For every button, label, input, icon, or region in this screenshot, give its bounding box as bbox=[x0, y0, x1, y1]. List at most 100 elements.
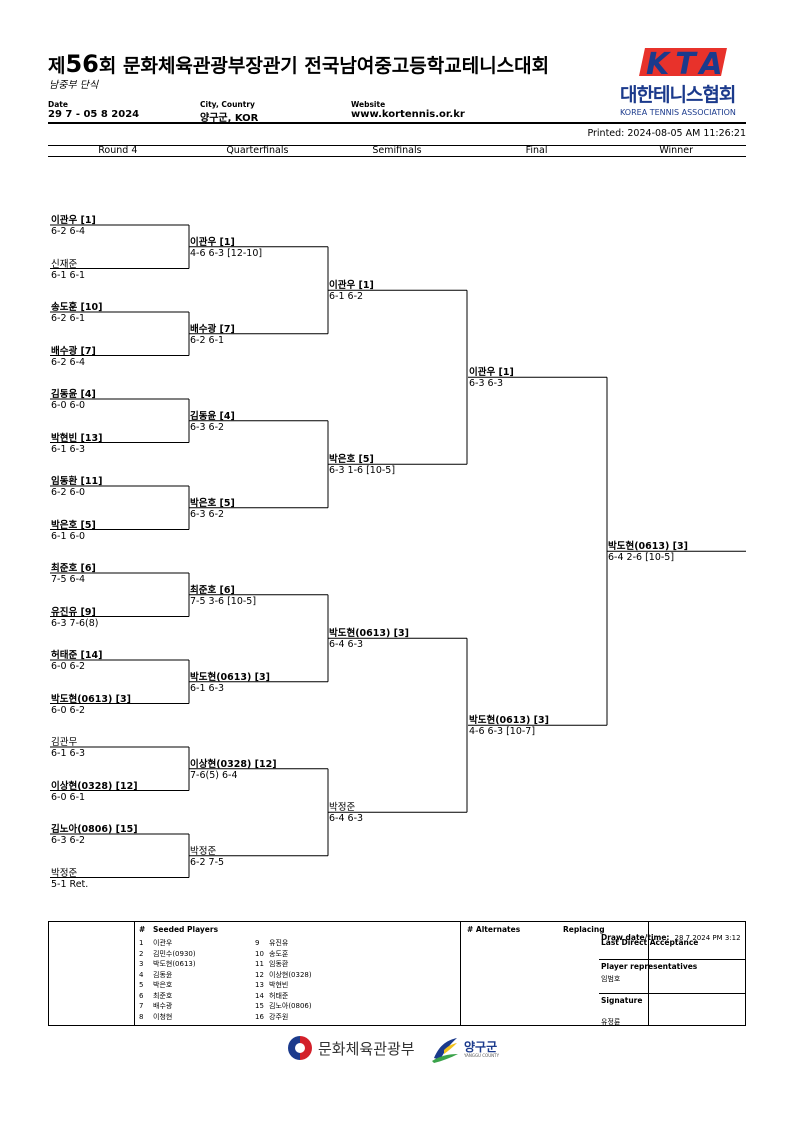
seed-player-name: 임동환 bbox=[269, 960, 289, 968]
seeded-title: Seeded Players bbox=[153, 925, 219, 934]
round-label: Final bbox=[525, 145, 548, 156]
seed-player-name: 김민수(0930) bbox=[153, 949, 196, 958]
seed-number: 12 bbox=[255, 970, 264, 979]
match-score: 6-4 6-3 bbox=[329, 813, 364, 825]
match-score: 7-5 3-6 [10-5] bbox=[190, 595, 257, 607]
player-name: 이관우 [1] bbox=[329, 280, 374, 292]
player-name: 박은호 [5] bbox=[51, 519, 96, 531]
round-label: Round 4 bbox=[98, 145, 138, 156]
match-score: 7-5 6-4 bbox=[51, 574, 86, 585]
event-subtitle: 남중부 단식 bbox=[49, 80, 99, 91]
seed-row: 9 유진유 bbox=[255, 938, 312, 949]
seed-player-name: 허태준 bbox=[269, 991, 289, 1000]
signature-value: 유정륜 bbox=[601, 1018, 621, 1026]
match-score: 6-1 6-3 bbox=[51, 443, 86, 455]
footer-blank-cell bbox=[49, 922, 135, 1025]
seed-number: 1 bbox=[139, 939, 144, 947]
last-direct-acceptance: Last Direct Acceptance bbox=[601, 938, 699, 947]
seed-row: 2 김민수(0930) bbox=[139, 949, 196, 960]
seed-number: 11 bbox=[255, 960, 264, 968]
kta-logo-mark: KTA bbox=[620, 46, 746, 82]
city-label: City, Country bbox=[200, 100, 255, 109]
player-name: 임동환 [11] bbox=[51, 476, 103, 487]
seed-player-name: 송도훈 bbox=[269, 949, 289, 958]
city-value: 양구군, KOR bbox=[200, 113, 259, 124]
seed-player-name: 강주원 bbox=[269, 1012, 289, 1021]
replacing-header: Replacing bbox=[563, 925, 605, 934]
seed-number: 4 bbox=[139, 970, 144, 979]
match-score: 6-1 6-3 bbox=[51, 748, 86, 759]
player-name: 이관우 [1] bbox=[51, 215, 96, 226]
player-name: 이상현(0328) [12] bbox=[51, 780, 138, 792]
yanggu-name: 양구군 bbox=[464, 1039, 498, 1054]
winner-score: 6-4 2-6 [10-5] bbox=[608, 552, 675, 564]
seed-player-name: 배수광 bbox=[153, 1002, 173, 1010]
player-name: 김관무 bbox=[51, 737, 78, 748]
match-score: 6-3 6-2 bbox=[51, 835, 86, 846]
player-name: 배수광 [7] bbox=[190, 323, 235, 335]
match-score: 6-1 6-3 bbox=[190, 682, 225, 694]
date-value: 29 7 - 05 8 2024 bbox=[48, 109, 140, 120]
seed-number: 3 bbox=[139, 960, 144, 968]
player-name: 박도현(0613) [3] bbox=[329, 628, 409, 640]
seed-row: 11 임동환 bbox=[255, 959, 312, 970]
seed-number: 8 bbox=[139, 1012, 144, 1021]
seed-player-name: 김노아(0806) bbox=[269, 1002, 312, 1010]
seed-number: 7 bbox=[139, 1002, 144, 1010]
player-reps-value: 임범호 bbox=[601, 975, 621, 983]
seed-player-name: 유진유 bbox=[269, 939, 289, 947]
player-name: 배수광 [7] bbox=[51, 345, 96, 357]
player-name: 이관우 [1] bbox=[469, 367, 514, 379]
website-label: Website bbox=[351, 100, 386, 109]
website-value: www.kortennis.or.kr bbox=[351, 109, 465, 120]
player-reps-label: Player representatives bbox=[601, 962, 698, 971]
player-name: 박도현(0613) [3] bbox=[190, 671, 270, 683]
match-score: 6-3 7-6(8) bbox=[51, 617, 99, 629]
player-name: 박도현(0613) [3] bbox=[51, 693, 131, 705]
player-name: 최준호 [6] bbox=[51, 563, 96, 574]
header-divider bbox=[48, 122, 746, 124]
printed-timestamp: Printed: 2024-08-05 AM 11:26:21 bbox=[587, 128, 746, 139]
player-name: 박정준 bbox=[51, 867, 78, 879]
kta-logo: KTA 대한테니스협회 KOREA TENNIS ASSOCIATION bbox=[620, 46, 746, 117]
player-name: 김동윤 [4] bbox=[190, 410, 235, 422]
seed-player-name: 이청현 bbox=[153, 1012, 173, 1021]
match-score: 6-0 6-2 bbox=[51, 661, 86, 672]
alternates-cell: # Alternates Replacing bbox=[461, 922, 649, 1025]
match-score: 6-4 6-3 bbox=[329, 639, 364, 651]
match-score: 6-0 6-1 bbox=[51, 791, 86, 803]
player-name: 박은호 [5] bbox=[190, 497, 235, 509]
ministry-logo: 문화체육관광부 bbox=[288, 1036, 415, 1060]
winner-name: 박도현(0613) [3] bbox=[608, 541, 688, 553]
match-score: 6-0 6-2 bbox=[51, 704, 86, 716]
seed-row: 15 김노아(0806) bbox=[255, 1001, 312, 1012]
player-name: 이상현(0328) [12] bbox=[190, 758, 277, 770]
seed-row: 8 이청현 bbox=[139, 1012, 196, 1023]
player-name: 박도현(0613) [3] bbox=[469, 715, 549, 727]
match-score: 6-2 6-0 bbox=[51, 487, 86, 498]
seed-number: 2 bbox=[139, 949, 144, 958]
player-name: 최준호 [6] bbox=[190, 584, 235, 596]
yanggu-logo: 양구군 YANGGU COUNTY bbox=[430, 1034, 499, 1064]
match-score: 4-6 6-3 [10-7] bbox=[469, 726, 536, 738]
seed-number: 15 bbox=[255, 1002, 264, 1010]
player-name: 이관우 [1] bbox=[190, 236, 235, 248]
match-score: 6-3 1-6 [10-5] bbox=[329, 465, 396, 477]
round-header-bar: Round 4 Quarterfinals Semifinals Final W… bbox=[48, 145, 746, 157]
seed-number: 9 bbox=[255, 939, 260, 947]
match-score: 6-1 6-1 bbox=[51, 269, 86, 281]
seed-number: 14 bbox=[255, 991, 264, 1000]
